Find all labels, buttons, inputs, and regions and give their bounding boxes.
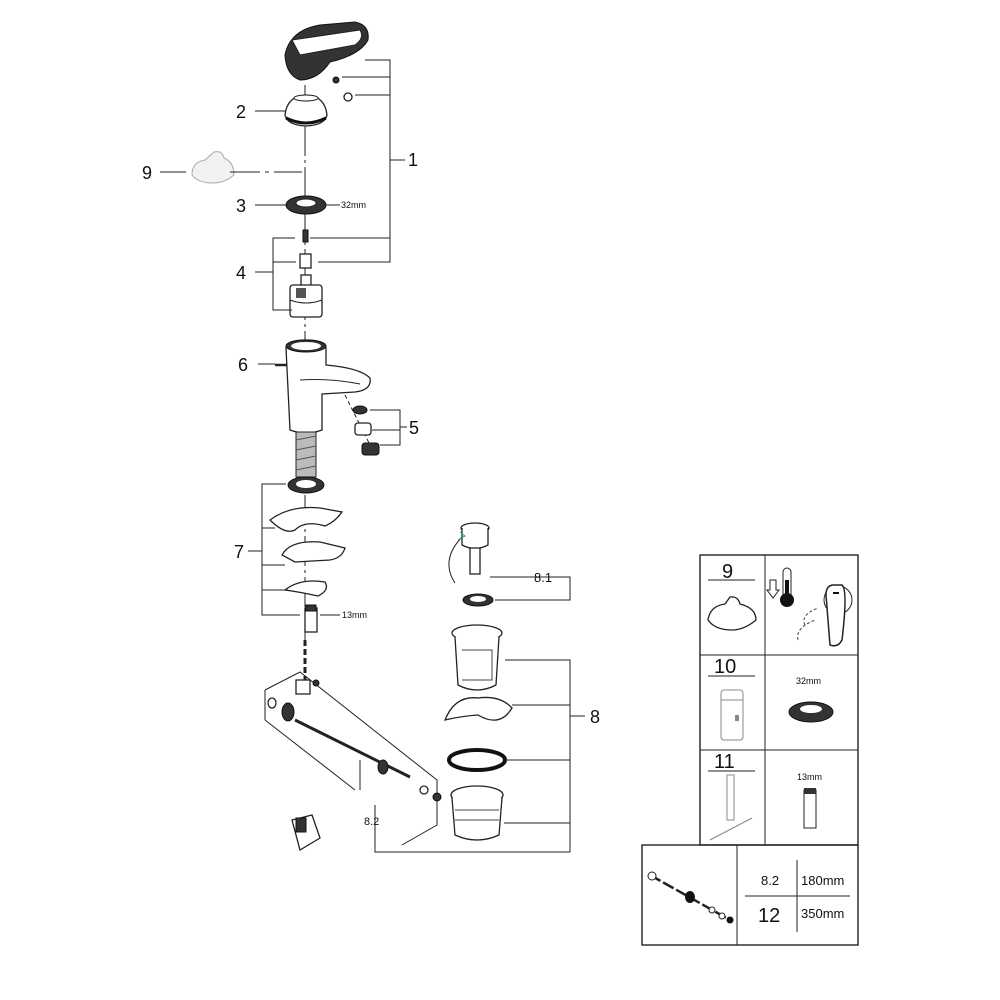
callout-8-2: 8.2 <box>364 816 379 828</box>
legend-11-dimension: 13mm <box>797 772 822 782</box>
waste-body <box>443 624 513 841</box>
lever-rotation-icon <box>797 584 853 647</box>
pop-up-rod-assembly <box>264 671 442 852</box>
insert-dimension: 13mm <box>342 610 367 620</box>
callout-7: 7 <box>234 542 244 562</box>
callout-4: 4 <box>236 263 246 283</box>
callout-5: 5 <box>409 418 419 438</box>
callout-6: 6 <box>238 355 248 375</box>
aerator <box>344 394 380 456</box>
rod-length-8-2: 180mm <box>801 873 844 888</box>
callout-2: 2 <box>236 102 246 122</box>
faucet-body <box>275 339 371 478</box>
rod-part-8-2: 8.2 <box>761 873 779 888</box>
legend-11: 11 <box>714 751 735 773</box>
temperature-limiter-icon <box>707 596 757 631</box>
spare-parts-table <box>641 554 859 946</box>
cartridge <box>289 229 323 318</box>
rod-length-12: 350mm <box>801 906 844 921</box>
legend-9: 9 <box>722 561 733 583</box>
callout-1-bracket <box>310 59 405 263</box>
lever-handle <box>284 21 369 102</box>
hex-nut <box>285 195 327 215</box>
callout-8: 8 <box>590 707 600 727</box>
key-tool-icon <box>709 774 753 841</box>
cartridge-tool-icon <box>720 689 744 741</box>
pop-up-plug <box>448 522 494 607</box>
mounting-set <box>269 476 346 680</box>
insert-13mm-icon <box>803 788 817 829</box>
nut-32mm-icon <box>788 701 834 723</box>
callout-9: 9 <box>142 163 152 183</box>
nut-dimension: 32mm <box>341 200 366 210</box>
rod-part-12: 12 <box>758 905 780 927</box>
callout-8-1: 8.1 <box>534 570 552 585</box>
legend-10: 10 <box>714 656 736 678</box>
cover-cap <box>284 94 328 127</box>
callout-1: 1 <box>408 150 418 170</box>
thermometer-cold-icon <box>766 567 794 607</box>
callout-8-bracket <box>504 659 585 852</box>
rod-icon <box>647 871 734 924</box>
callout-3: 3 <box>236 196 246 216</box>
temperature-limiter-ghost <box>191 151 235 184</box>
legend-10-dimension: 32mm <box>796 676 821 686</box>
